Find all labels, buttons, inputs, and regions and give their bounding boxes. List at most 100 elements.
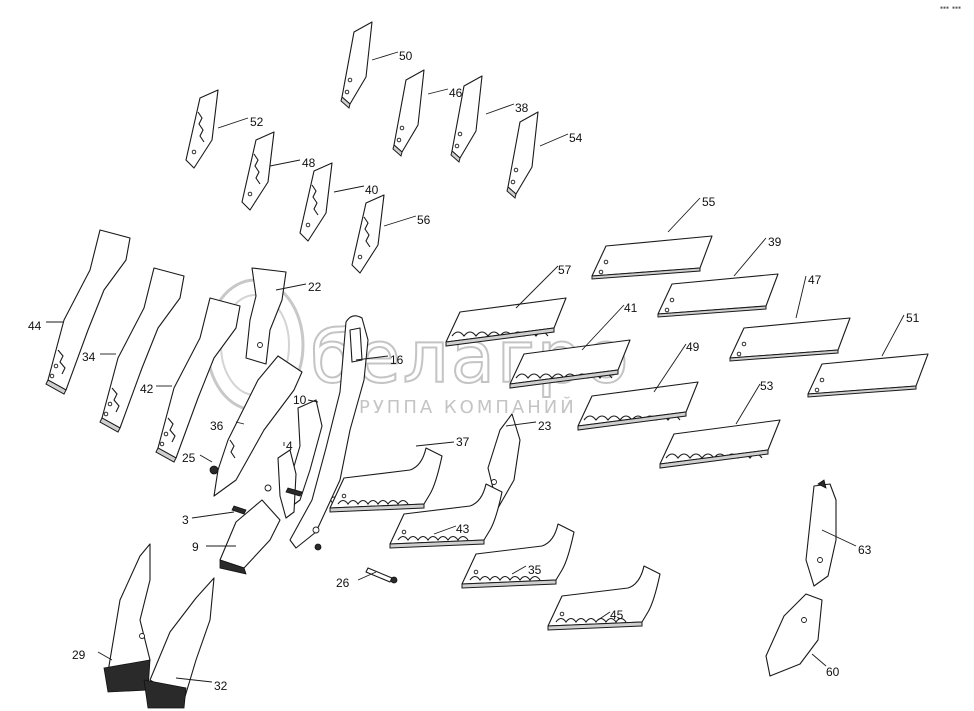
- callout-label-43: 43: [456, 522, 470, 536]
- callout-leader-51: [881, 314, 905, 357]
- part-36: [213, 355, 303, 497]
- callout-leader-16: [355, 355, 389, 361]
- callout-label-51: 51: [906, 311, 920, 325]
- callout-label-53: 53: [760, 379, 774, 393]
- callout-label-44: 44: [28, 319, 42, 333]
- callout-leader-29: [97, 651, 113, 661]
- callout-label-16: 16: [390, 353, 404, 367]
- callout-leader-39: [733, 237, 767, 277]
- part-63: [805, 479, 837, 587]
- callout-leader-55: [667, 197, 701, 233]
- callout-leader-25: [199, 454, 213, 463]
- watermark-subtitle: ГРУППА КОМПАНИЙ: [345, 396, 577, 418]
- callout-label-52: 52: [250, 115, 264, 129]
- callout-leader-45: [597, 611, 611, 621]
- callout-label-39: 39: [768, 235, 782, 249]
- part-10: [289, 399, 323, 507]
- callout-leader-35: [511, 565, 527, 575]
- callout-label-57: 57: [558, 263, 572, 277]
- callout-leader-43: [433, 525, 457, 535]
- part-55: [591, 235, 713, 280]
- callout-label-60: 60: [826, 665, 840, 679]
- callout-label-49: 49: [686, 340, 700, 354]
- callout-leader-50: [371, 51, 399, 61]
- part-16: [289, 315, 369, 549]
- part-22: [245, 267, 287, 365]
- part-46: [392, 69, 425, 157]
- part-4: [277, 449, 297, 519]
- callout-leader-3: [191, 511, 235, 519]
- callout-label-3: 3: [182, 513, 189, 527]
- callout-leader-49: [653, 343, 687, 393]
- callout-label-55: 55: [702, 195, 716, 209]
- callout-leader-54: [539, 133, 569, 147]
- callout-leader-41: [581, 304, 625, 351]
- part-60: [765, 593, 823, 677]
- callout-label-56: 56: [417, 213, 431, 227]
- callout-label-50: 50: [399, 49, 413, 63]
- part-32: [143, 577, 215, 709]
- bolt-26: [365, 567, 398, 584]
- callout-leader-63: [821, 529, 857, 547]
- part-50: [340, 21, 373, 109]
- callout-leader-53: [735, 383, 761, 425]
- callout-label-41: 41: [624, 301, 638, 315]
- callout-label-22: 22: [308, 280, 322, 294]
- callout-label-38: 38: [515, 101, 529, 115]
- part-29: [103, 543, 151, 693]
- callout-leader-36: [235, 421, 245, 425]
- callout-label-35: 35: [528, 563, 542, 577]
- callout-leader-48: [269, 159, 301, 167]
- callout-leader-23: [505, 421, 537, 427]
- callout-leader-40: [333, 185, 365, 193]
- callout-leader-37: [415, 441, 455, 447]
- callout-label-40: 40: [365, 183, 379, 197]
- callout-leader-56: [383, 215, 417, 227]
- callout-leader-57: [515, 265, 559, 309]
- callout-leader-47: [795, 275, 807, 319]
- bolt-25: [209, 465, 219, 475]
- part-9: [219, 499, 281, 575]
- callout-label-9: 9: [192, 540, 199, 554]
- part-53: [659, 419, 781, 469]
- callout-label-47: 47: [808, 273, 822, 287]
- callout-label-4: 4: [286, 439, 293, 453]
- part-56: [351, 194, 385, 274]
- part-54: [506, 111, 539, 199]
- callout-leader-26: [357, 571, 377, 581]
- part-37: [329, 447, 443, 513]
- callout-leader-32: [175, 677, 213, 683]
- callout-label-26: 26: [336, 576, 350, 590]
- part-47: [729, 317, 851, 362]
- bolt-3: [231, 505, 247, 515]
- part-40: [299, 162, 333, 242]
- callout-label-48: 48: [302, 156, 316, 170]
- callout-label-54: 54: [569, 131, 583, 145]
- part-51: [807, 353, 929, 398]
- part-45: [547, 565, 661, 631]
- callout-label-37: 37: [456, 435, 470, 449]
- callout-label-46: 46: [449, 86, 463, 100]
- callout-label-36: 36: [210, 419, 224, 433]
- callout-layer: 5046385452484056553957474151495322164434…: [28, 49, 920, 693]
- callout-label-32: 32: [214, 679, 228, 693]
- part-48: [241, 131, 275, 211]
- callout-leader-10: [307, 399, 319, 403]
- part-42: [155, 297, 241, 463]
- callout-label-25: 25: [182, 451, 196, 465]
- callout-label-45: 45: [610, 608, 624, 622]
- callout-leader-22: [275, 283, 307, 291]
- callout-label-34: 34: [82, 350, 96, 364]
- callout-label-10: 10: [293, 393, 307, 407]
- callout-label-23: 23: [538, 419, 552, 433]
- callout-leader-60: [811, 653, 827, 667]
- part-39: [657, 273, 779, 318]
- callout-label-29: 29: [72, 648, 86, 662]
- callout-leader-38: [485, 103, 515, 115]
- corner-mark: ▪▪▪ ▪▪▪: [940, 5, 961, 11]
- callout-label-63: 63: [858, 543, 872, 557]
- callout-leader-46: [427, 88, 449, 95]
- part-52: [185, 89, 219, 169]
- callout-label-42: 42: [140, 382, 154, 396]
